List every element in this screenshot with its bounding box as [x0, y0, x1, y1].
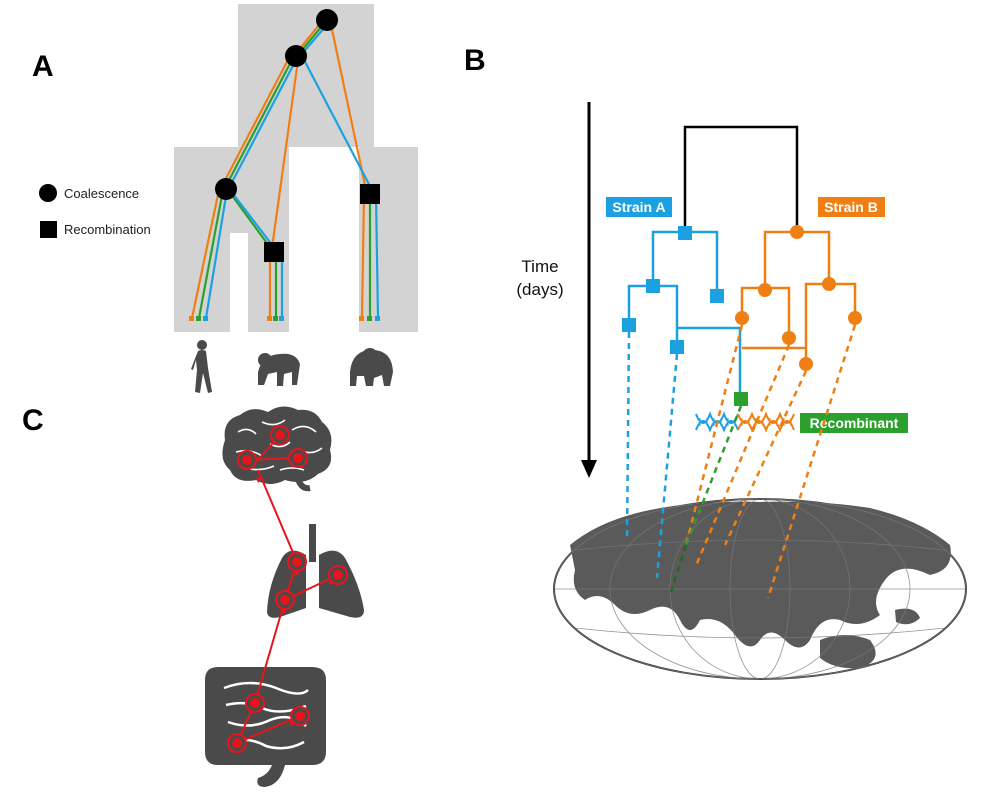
infection-sites — [227, 425, 348, 753]
root-branch — [683, 125, 799, 232]
infection-arrowheads — [256, 477, 334, 726]
coalescence-label: Coalescence — [64, 186, 139, 201]
human-icon — [191, 340, 212, 393]
strain-a-tree — [627, 230, 742, 400]
brain-icon — [222, 406, 332, 492]
strain-a-label: Strain A — [612, 199, 665, 215]
coalescence-node — [215, 178, 237, 200]
strain-a-nodes — [622, 226, 724, 354]
world-globe-icon — [553, 498, 967, 680]
panel-b: B Time (days) — [464, 44, 967, 680]
chimpanzee-icon — [258, 353, 300, 386]
strain-b-tag: Strain B — [818, 197, 885, 217]
recombination-node — [360, 184, 380, 204]
recombination-label: Recombination — [64, 222, 151, 237]
coalescence-legend-icon — [39, 184, 57, 202]
time-arrow-head — [581, 460, 597, 478]
recombination-legend-icon — [40, 221, 57, 238]
strain-b-tree — [740, 230, 857, 362]
recombinant-label: Recombinant — [810, 415, 899, 431]
gene-lineages — [190, 18, 380, 320]
recombinant-node — [734, 392, 748, 406]
intestine-icon — [205, 667, 326, 787]
strain-b-label: Strain B — [824, 199, 878, 215]
panel-c-letter: C — [22, 404, 44, 437]
recombination-node — [264, 242, 284, 262]
panel-a: A — [32, 4, 418, 393]
leaf-tips — [189, 316, 380, 321]
coalescence-node-root — [316, 9, 338, 31]
time-label: Time — [521, 257, 558, 276]
location-projections — [625, 324, 857, 599]
strain-b-nodes — [735, 225, 862, 371]
panel-b-letter: B — [464, 44, 486, 77]
species-tree — [174, 4, 418, 332]
coalescence-node — [285, 45, 307, 67]
panel-a-letter: A — [32, 50, 54, 83]
dna-helix-icon — [695, 411, 795, 433]
time-unit-label: (days) — [516, 280, 563, 299]
recombinant-tag: Recombinant — [800, 413, 908, 433]
gorilla-icon — [350, 348, 393, 386]
legend: Coalescence Recombination — [39, 184, 151, 238]
panel-c: C — [22, 404, 364, 787]
strain-a-tag: Strain A — [606, 197, 672, 217]
